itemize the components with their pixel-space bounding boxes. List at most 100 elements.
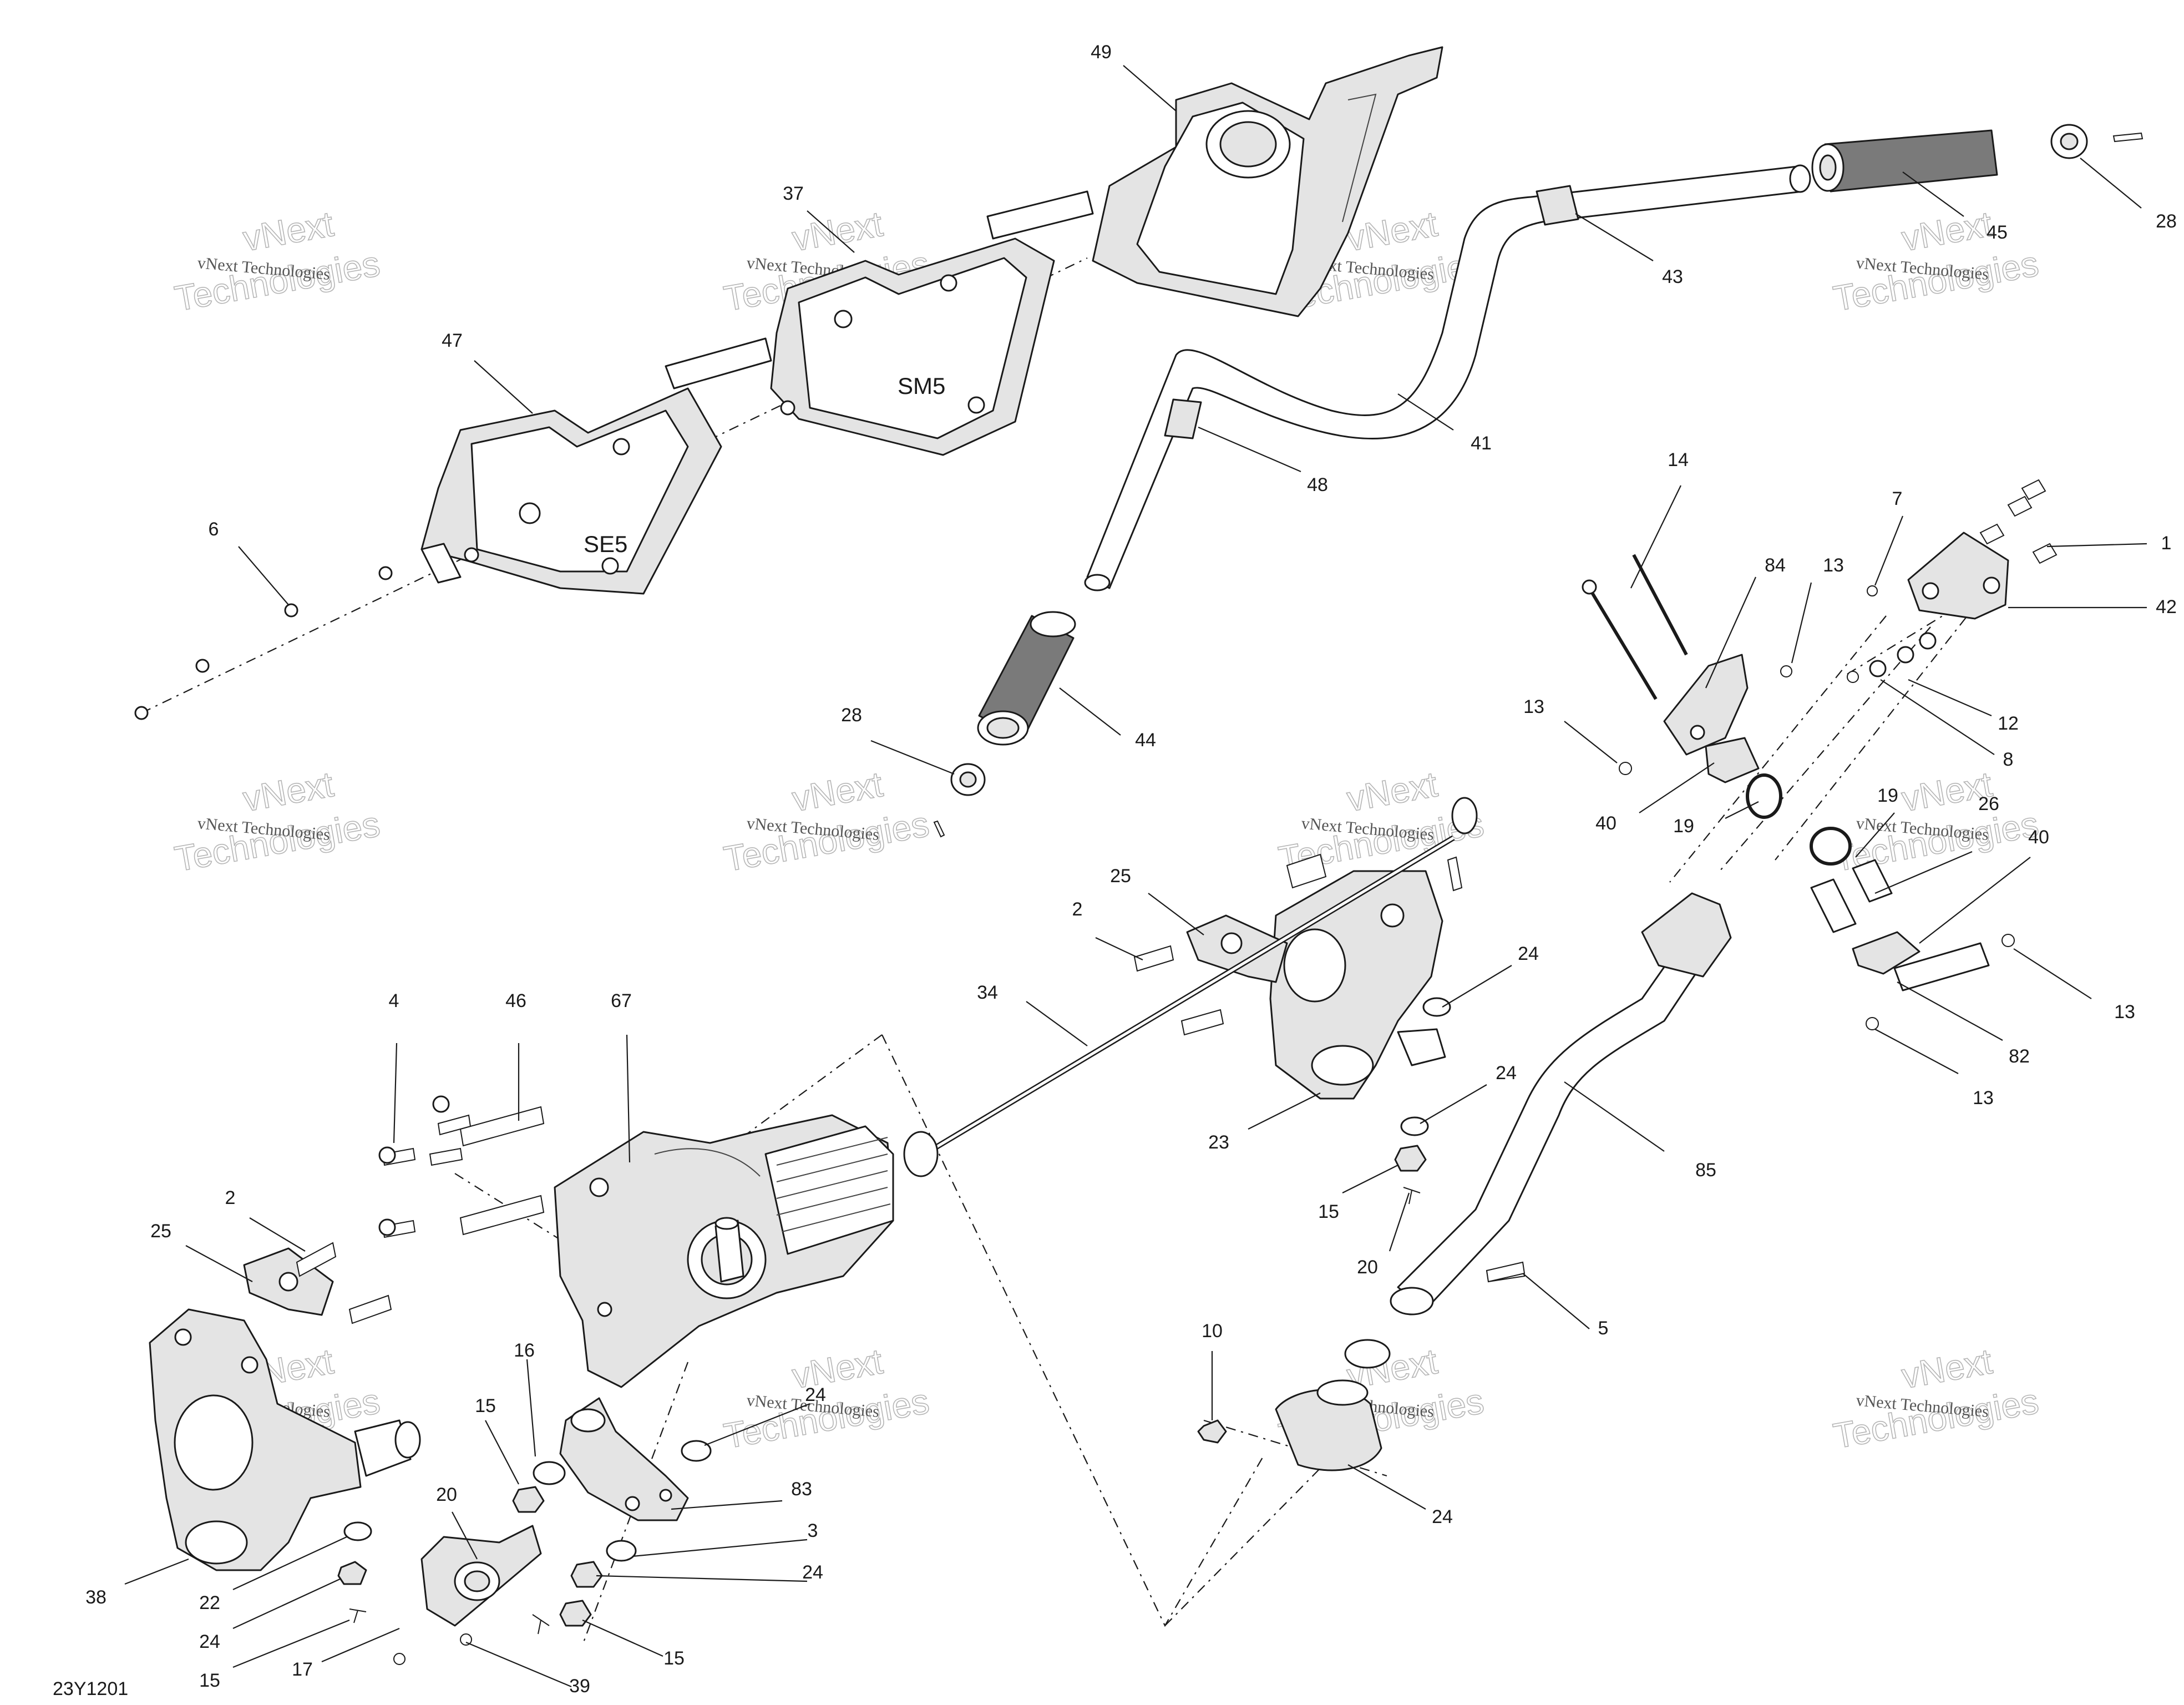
pitman-arm-25-left [243,1242,392,1324]
callout-14: 14 [1668,449,1689,470]
callout-2: 2 [225,1187,236,1208]
callout-83: 83 [791,1479,812,1500]
callout-7: 7 [1892,488,1903,509]
diagram-code: 23Y1201 [53,1678,128,1699]
callout-5: 5 [1598,1318,1609,1339]
callout-17: 17 [292,1659,313,1680]
callout-24: 24 [1496,1063,1517,1084]
callout-15: 15 [663,1648,685,1669]
callout-13: 13 [2114,1001,2135,1023]
callout-67: 67 [611,990,632,1011]
callout-38: 38 [85,1587,107,1608]
callout-40: 40 [2028,827,2049,848]
callout-47: 47 [442,330,463,351]
bolts-4 [378,1095,472,1238]
callout-19: 19 [1673,816,1694,837]
handlebar-guard-49 [1092,46,1443,317]
callout-24: 24 [805,1384,826,1405]
callout-12: 12 [1998,713,2019,734]
watermark-vnext: vNext [1899,204,1995,259]
callout-13: 13 [1973,1087,1994,1109]
callout-39: 39 [569,1676,590,1697]
steering-column-85 [1390,892,1732,1316]
callout-16: 16 [514,1340,535,1361]
handlebar-sleeve-48 [1164,398,1202,439]
callout-15: 15 [475,1395,496,1416]
watermark-vnext: vNext [789,764,886,819]
steering-knuckle-22 [149,1308,421,1571]
callout-19: 19 [1877,785,1898,806]
nut-10 [1197,1419,1227,1444]
leader-lines [124,65,2147,1688]
callout-44: 44 [1135,730,1156,751]
watermark-vnext: vNext [1344,764,1441,819]
label-sm5: SM5 [898,373,945,399]
callout-28: 28 [841,705,862,726]
handlebar-connector-tubes [420,190,1094,584]
callout-6: 6 [209,519,219,540]
callout-20: 20 [436,1484,457,1505]
bar-end-28-top [2050,124,2144,159]
callout-13: 13 [1823,555,1844,576]
handlebar-switch-housing-sm5 [770,237,1055,456]
boot-38 [1275,1339,1391,1471]
callout-10: 10 [1202,1321,1223,1342]
grip-44 [977,611,1076,746]
pitman-arm-25-right [1133,853,1327,1036]
bolts-14 [1582,554,1688,700]
bearing-blocks-40 [1705,737,1920,975]
callout-1: 1 [2161,533,2172,554]
bracket-17 [393,1525,542,1665]
bolt-5 [1486,1261,1526,1283]
watermark-vnext: vNext [789,1341,886,1396]
arm-83 [559,1397,689,1521]
callout-41: 41 [1471,433,1492,454]
callout-3: 3 [808,1520,818,1541]
callout-82: 82 [2009,1046,2030,1067]
callout-42: 42 [2156,596,2177,618]
steering-knuckle-23 [1269,870,1446,1100]
callout-20: 20 [1357,1257,1378,1278]
callout-24: 24 [1432,1506,1453,1527]
callout-85: 85 [1695,1160,1716,1181]
callout-15: 15 [199,1670,220,1691]
callout-23: 23 [1208,1132,1229,1153]
sleeves-26 [1810,859,1893,933]
callout-45: 45 [1987,222,2008,243]
handlebar-clamp-42 [1867,479,2058,620]
callout-26: 26 [1978,793,1999,814]
small-screws-6 [134,566,393,720]
watermark-vnext: vNext [1899,1341,1995,1396]
bracket-84 [1619,654,1792,775]
watermark-vnext: vNext [789,204,886,259]
tie-rod-34 [903,797,1478,1177]
grip-45 [1811,129,1998,193]
watermark-vnext: vNext [240,204,337,259]
callout-48: 48 [1307,474,1328,495]
callout-24: 24 [1518,943,1539,964]
callout-28: 28 [2156,211,2177,232]
watermark-vnext: vNext [240,764,337,819]
handlebar-sleeve-43 [1536,185,1579,226]
callout-8: 8 [2003,749,2014,770]
callout-37: 37 [783,183,804,204]
callout-49: 49 [1091,42,1112,63]
rings-19 [1746,773,1852,866]
washers-nuts-center [512,1440,712,1635]
callout-22: 22 [199,1592,220,1613]
callout-25: 25 [1110,866,1131,887]
washers-left [337,1521,372,1623]
callout-46: 46 [505,990,526,1011]
label-se5: SE5 [584,531,627,557]
callout-34: 34 [977,982,998,1003]
bar-end-28-left [933,763,986,838]
